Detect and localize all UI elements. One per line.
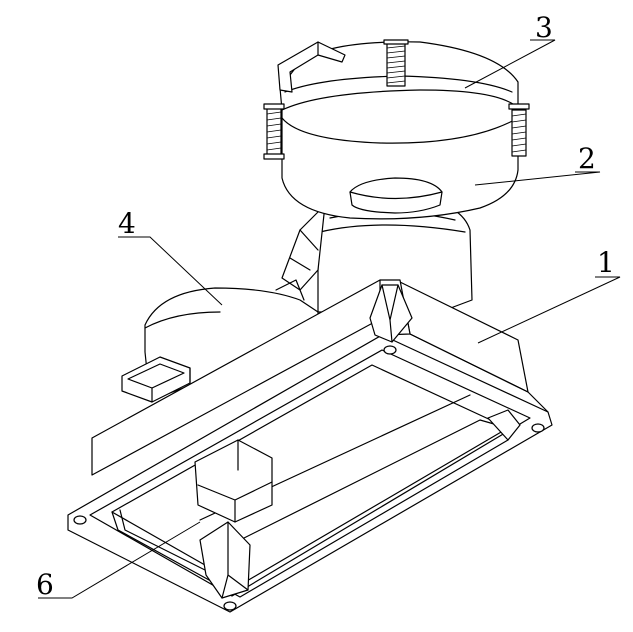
hole-4: [223, 601, 237, 611]
base-housing-1: [67, 279, 553, 613]
hole-3: [531, 423, 545, 433]
spring-top: [383, 39, 409, 87]
spring-right: [508, 103, 530, 157]
lid-bracket: [277, 41, 346, 93]
spring-left: [263, 103, 285, 160]
drum-2: [281, 87, 519, 220]
label-6: 6: [36, 568, 54, 601]
hole-2: [73, 515, 87, 525]
label-3: 3: [535, 11, 553, 44]
label-1: 1: [597, 246, 615, 279]
leader-lines: [38, 39, 621, 599]
label-4: 4: [118, 207, 136, 240]
motor-housing-4: [121, 287, 319, 403]
outlet-block-6: [194, 439, 273, 523]
hole-1: [383, 345, 397, 355]
label-2: 2: [578, 142, 596, 175]
